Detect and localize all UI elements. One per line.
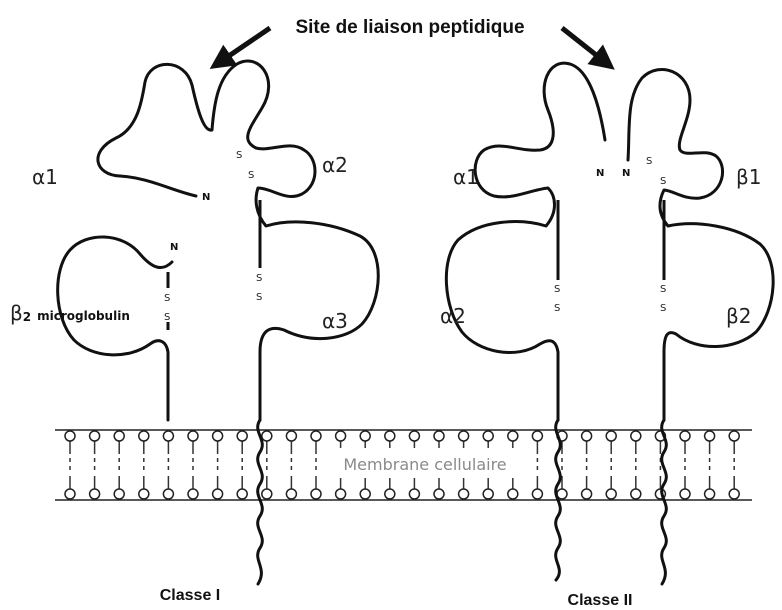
- lipid-head: [631, 431, 641, 441]
- class1-alpha3-label: α3: [322, 309, 348, 333]
- class2-alpha2-disulfide-s1: S: [554, 284, 560, 295]
- lipid-head: [286, 489, 296, 499]
- membrane-label: Membrane cellulaire: [343, 455, 506, 474]
- lipid-head: [213, 431, 223, 441]
- class2-beta1-disulfide-s1: S: [646, 156, 652, 167]
- lipid-head: [409, 489, 419, 499]
- lipid-head: [114, 431, 124, 441]
- class1-a3-disulfide-s1: S: [256, 273, 262, 284]
- arrow-right-icon: [562, 28, 605, 62]
- lipid-head: [360, 489, 370, 499]
- class1-caption: Classe I: [160, 587, 220, 604]
- lipid-head: [188, 431, 198, 441]
- lipid-head: [729, 489, 739, 499]
- lipid-head: [65, 489, 75, 499]
- lipid-head: [409, 431, 419, 441]
- lipid-head: [188, 489, 198, 499]
- lipid-head: [434, 489, 444, 499]
- lipid-head: [680, 489, 690, 499]
- lipid-head: [582, 489, 592, 499]
- class1-b2-microglobulin: [58, 237, 172, 420]
- lipid-head: [237, 431, 247, 441]
- class1-n-terminus: N: [202, 192, 210, 203]
- lipid-head: [336, 489, 346, 499]
- lipid-head: [532, 489, 542, 499]
- lipid-head: [139, 489, 149, 499]
- lipid-head: [606, 431, 616, 441]
- class1-alpha2-label: α2: [322, 153, 348, 177]
- lipid-head: [680, 431, 690, 441]
- lipid-head: [90, 489, 100, 499]
- class2-beta1-label: β1: [736, 165, 762, 189]
- class2-beta1-disulfide-s2: S: [660, 176, 666, 187]
- class2-n-terminus-alpha: N: [596, 168, 604, 179]
- class2-caption: Classe II: [568, 592, 633, 609]
- lipid-head: [311, 489, 321, 499]
- lipid-head: [385, 431, 395, 441]
- lipid-head: [114, 489, 124, 499]
- lipid-head: [360, 431, 370, 441]
- class2-alpha2-label: α2: [440, 304, 466, 328]
- cell-membrane: Membrane cellulaire: [55, 430, 752, 500]
- membrane-bottom-lipids: [65, 476, 739, 499]
- class2-beta2-label: β2: [726, 304, 752, 328]
- lipid-head: [286, 431, 296, 441]
- lipid-head: [434, 431, 444, 441]
- class1-b2-disulfide-s1: S: [164, 293, 170, 304]
- class1-disulfide-s2: S: [248, 170, 254, 181]
- lipid-head: [483, 431, 493, 441]
- lipid-head: [483, 489, 493, 499]
- class2-beta2-disulfide-s2: S: [660, 303, 666, 314]
- class2-alpha2-disulfide-s2: S: [554, 303, 560, 314]
- lipid-head: [336, 431, 346, 441]
- arrow-left-icon: [220, 28, 270, 62]
- class1-a3-disulfide-s2: S: [256, 292, 262, 303]
- lipid-head: [582, 431, 592, 441]
- lipid-head: [262, 489, 272, 499]
- lipid-head: [385, 489, 395, 499]
- class1-alpha1-label: α1: [32, 165, 58, 189]
- lipid-head: [311, 431, 321, 441]
- lipid-head: [262, 431, 272, 441]
- lipid-head: [163, 431, 173, 441]
- lipid-head: [237, 489, 247, 499]
- lipid-head: [213, 489, 223, 499]
- class1-disulfide-s1: S: [236, 150, 242, 161]
- lipid-head: [631, 489, 641, 499]
- class2-alpha-chain: [446, 63, 605, 580]
- lipid-head: [606, 489, 616, 499]
- lipid-head: [729, 431, 739, 441]
- class1-b2-n-terminus: N: [170, 242, 178, 253]
- lipid-head: [508, 489, 518, 499]
- lipid-head: [459, 489, 469, 499]
- class2-beta2-disulfide-s1: S: [660, 284, 666, 295]
- lipid-head: [705, 431, 715, 441]
- lipid-head: [508, 431, 518, 441]
- lipid-head: [459, 431, 469, 441]
- lipid-head: [139, 431, 149, 441]
- class1-b2-disulfide-s2: S: [164, 312, 170, 323]
- class2-n-terminus-beta: N: [622, 168, 630, 179]
- binding-site-title: Site de liaison peptidique: [295, 17, 524, 38]
- lipid-head: [65, 431, 75, 441]
- lipid-head: [532, 431, 542, 441]
- lipid-head: [90, 431, 100, 441]
- class2-alpha1-label: α1: [453, 165, 479, 189]
- lipid-head: [705, 489, 715, 499]
- lipid-head: [163, 489, 173, 499]
